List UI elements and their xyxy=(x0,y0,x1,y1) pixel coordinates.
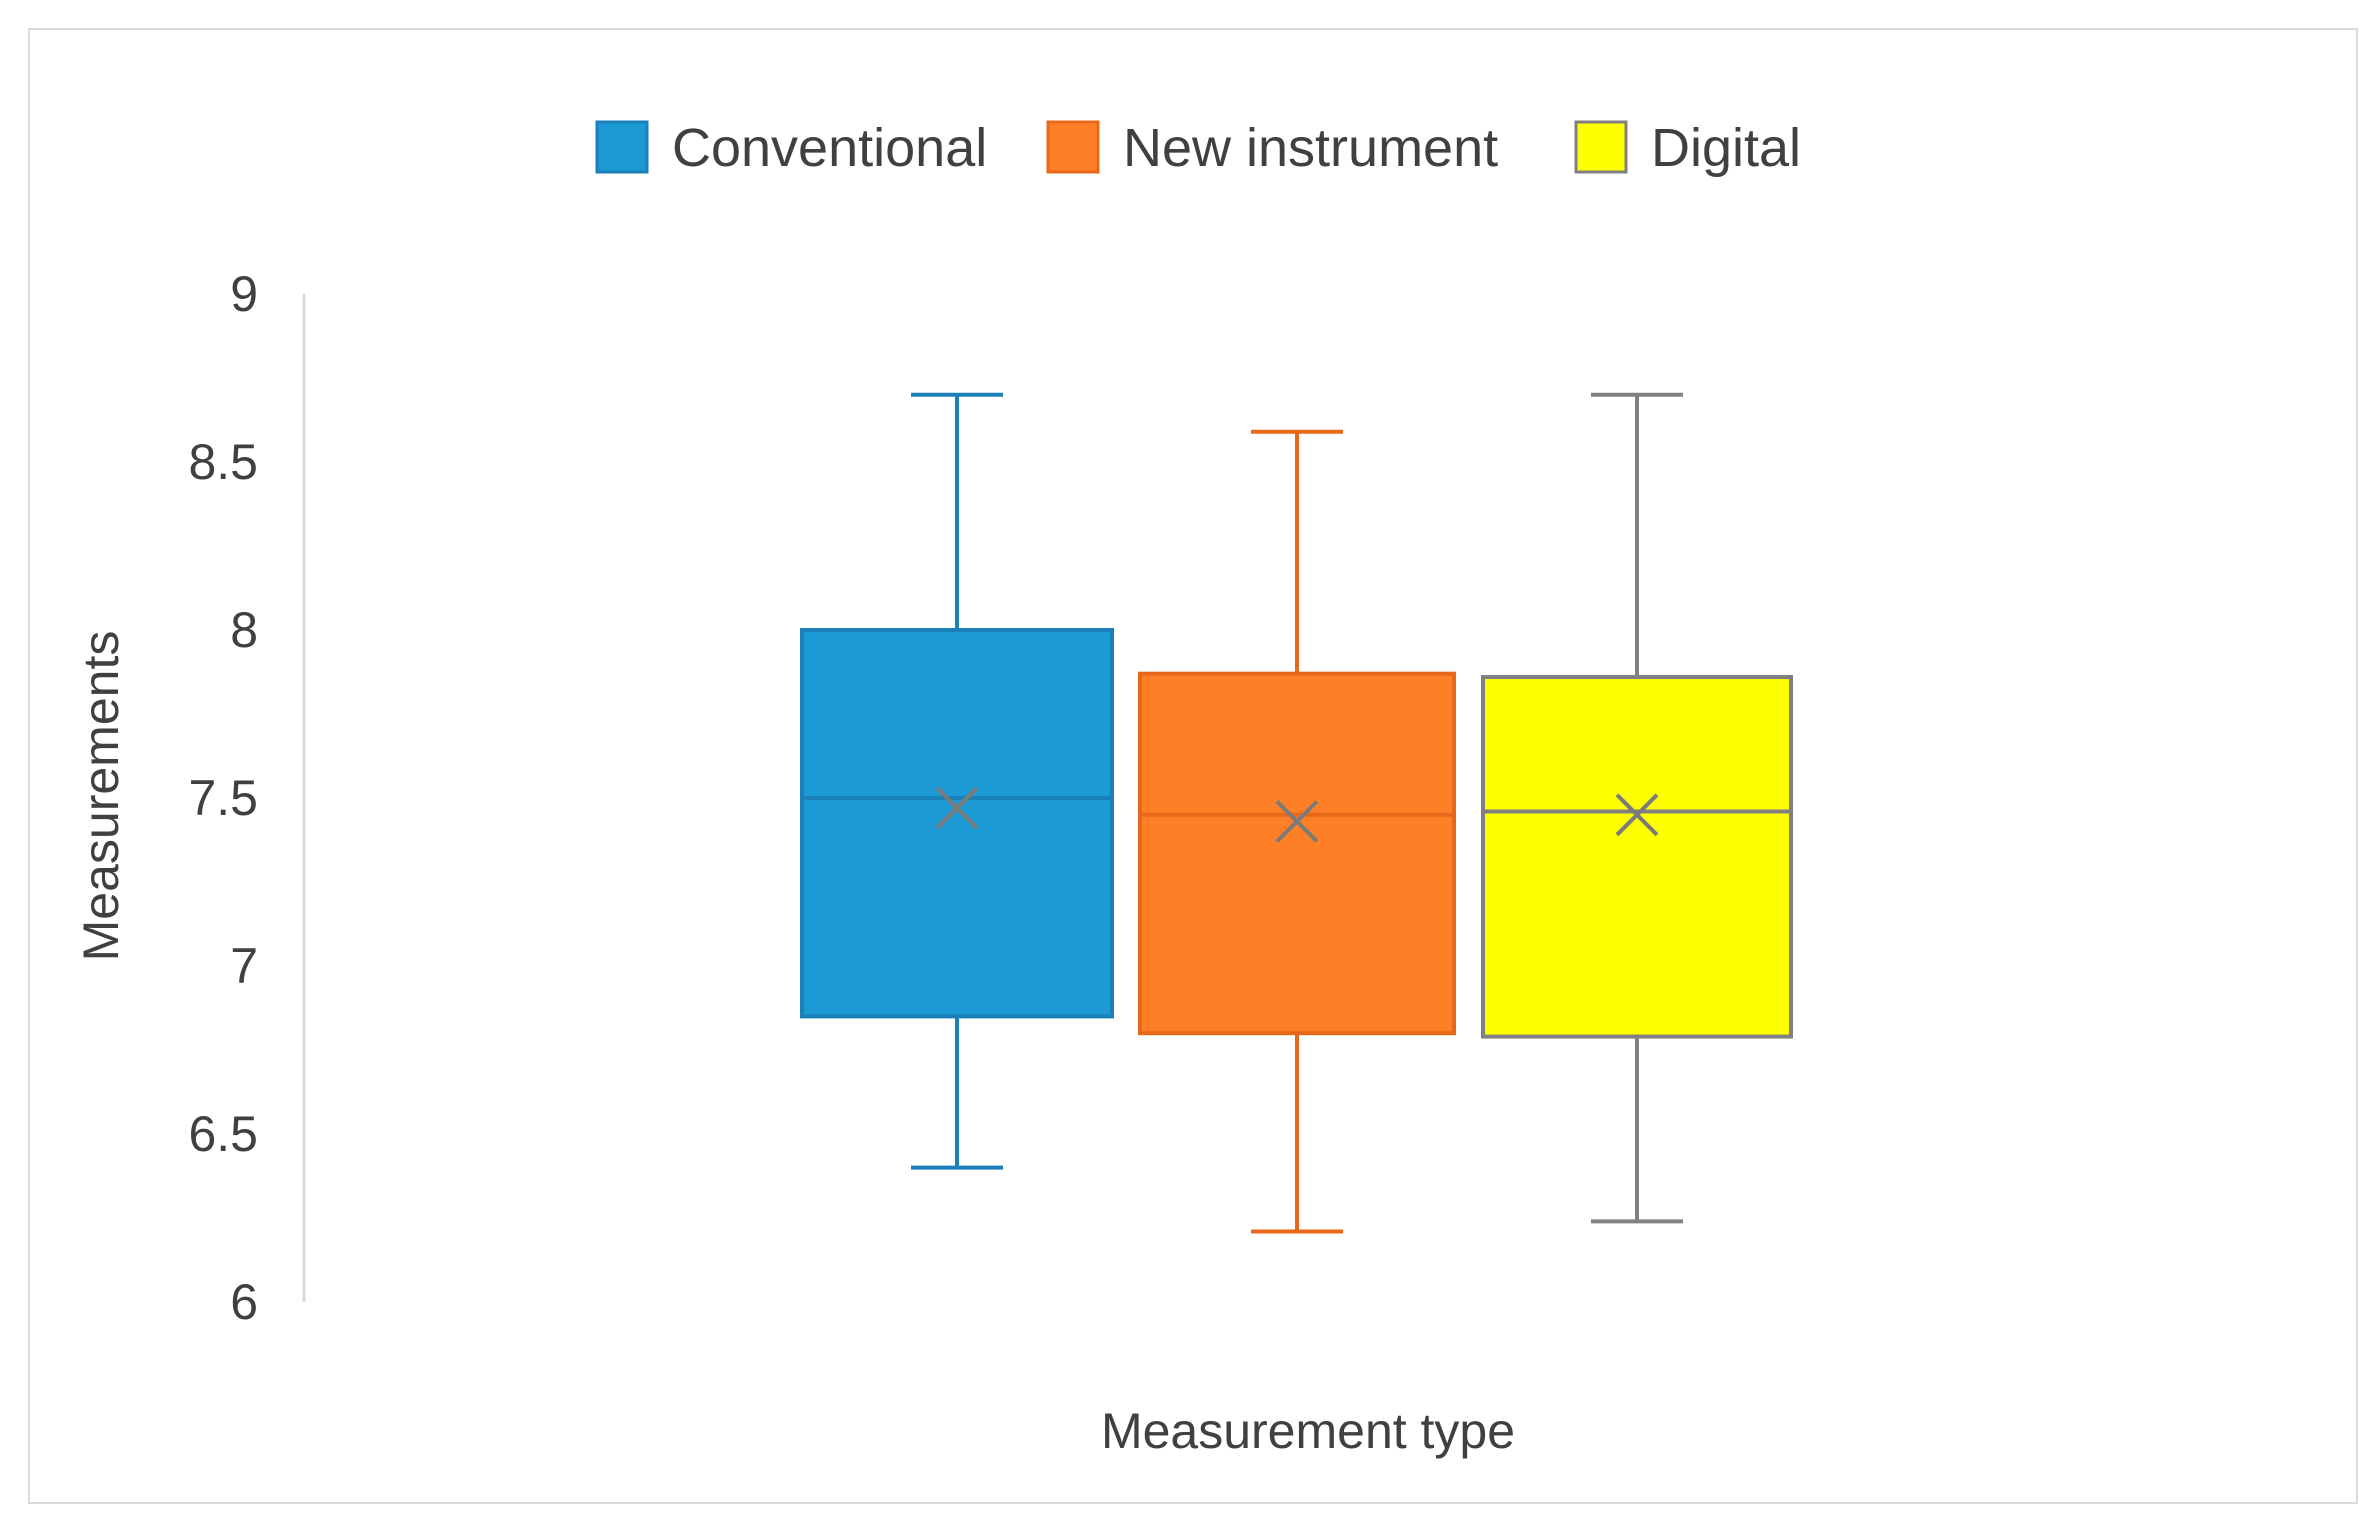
legend-swatch xyxy=(595,120,649,174)
y-axis-title: Measurements xyxy=(73,631,129,962)
iqr-box xyxy=(800,628,1114,1019)
box-digital xyxy=(1481,392,1793,1224)
y-tick-label: 6 xyxy=(230,1274,258,1330)
legend-swatch xyxy=(1574,120,1628,174)
legend-swatch xyxy=(1046,120,1100,174)
y-tick-label: 8 xyxy=(230,602,258,658)
mean-marker xyxy=(1275,800,1319,843)
iqr-box xyxy=(1481,675,1793,1039)
legend-item-conventional: Conventional xyxy=(595,118,987,178)
y-axis-ticks: 6 6.5 7 7.5 8 8.5 9 xyxy=(188,266,258,1330)
box-conventional xyxy=(800,392,1114,1170)
box-new-instrument xyxy=(1138,429,1456,1234)
legend-item-digital: Digital xyxy=(1574,118,1801,178)
y-tick-label: 7 xyxy=(230,938,258,994)
mean-marker xyxy=(1615,793,1659,837)
box-plot-series xyxy=(800,392,1793,1234)
legend-label: Conventional xyxy=(672,118,987,178)
legend-item-new-instrument: New instrument xyxy=(1046,118,1498,178)
y-tick-label: 8.5 xyxy=(188,434,258,490)
y-tick-label: 6.5 xyxy=(188,1106,258,1162)
legend-label: Digital xyxy=(1651,118,1801,178)
legend-label: New instrument xyxy=(1123,118,1498,178)
legend: Conventional New instrument Digital xyxy=(595,118,1801,178)
y-tick-label: 7.5 xyxy=(188,770,258,826)
y-tick-label: 9 xyxy=(230,266,258,322)
x-axis-title: Measurement type xyxy=(1101,1403,1515,1459)
iqr-box xyxy=(1138,671,1456,1036)
mean-marker xyxy=(935,786,979,830)
